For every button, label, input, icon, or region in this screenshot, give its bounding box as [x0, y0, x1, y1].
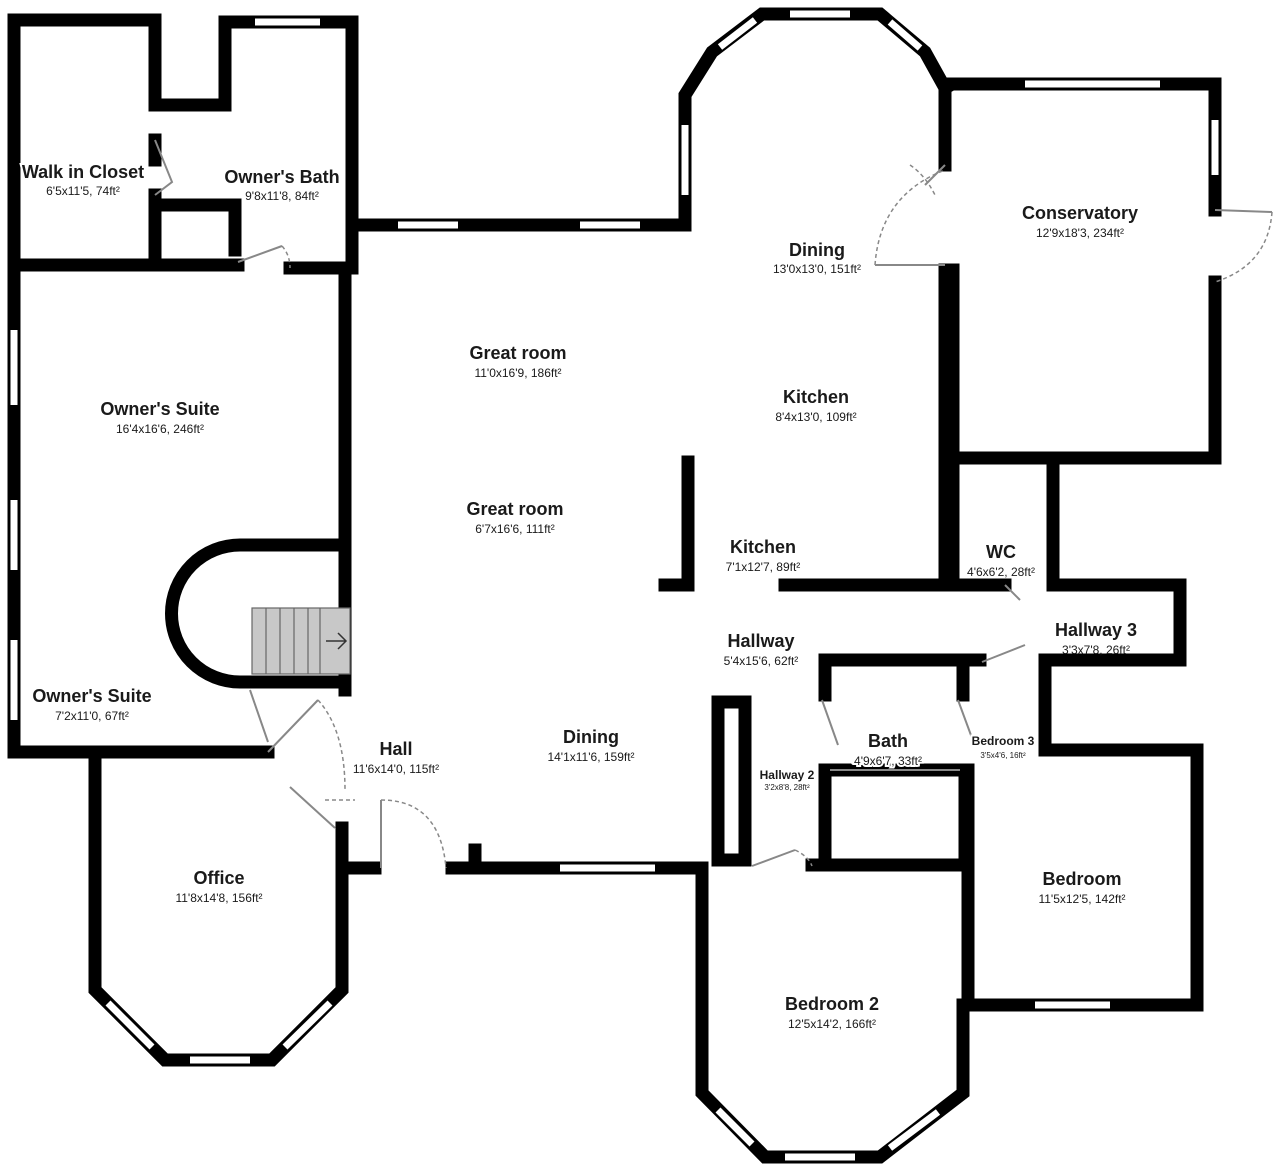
wall-office [88, 753, 349, 1067]
doors [154, 139, 1273, 869]
room-wc-name: WC [986, 542, 1016, 562]
walls [7, 7, 1222, 1164]
room-great-room-top-name: Great room [469, 343, 566, 363]
door-bedroom2-leaf [751, 849, 796, 867]
wall-bath-box [818, 763, 972, 872]
room-owners-suite-main-name: Owner's Suite [100, 399, 219, 419]
room-kitchen-small-dims: 7'1x12'7, 89ft² [726, 560, 801, 574]
room-kitchen-main-dims: 8'4x13'0, 109ft² [775, 410, 856, 424]
door-bath-leaf [237, 245, 283, 263]
window-bedroom2-diag-2 [887, 1109, 941, 1151]
room-conservatory-name: Conservatory [1022, 203, 1138, 223]
door-hall-suite-leaf [267, 699, 319, 753]
room-dining-bottom-dims: 14'1x11'6, 159ft² [547, 750, 634, 764]
room-owners-bath-name: Owner's Bath [224, 167, 339, 187]
staircase [251, 607, 351, 675]
door-hall-suite-arc [317, 699, 346, 791]
wall-kitchen-partition [658, 455, 695, 592]
wall-hallway2-box [711, 695, 752, 867]
room-conservatory-dims: 12'9x18'3, 234ft² [1036, 226, 1124, 240]
room-dining-top-name: Dining [789, 240, 845, 260]
room-bedroom-dims: 11'5x12'5, 142ft² [1038, 892, 1125, 906]
room-kitchen-main-name: Kitchen [783, 387, 849, 407]
window-office-diag-2 [282, 1000, 333, 1050]
room-owners-suite-small-dims: 7'2x11'0, 67ft² [55, 709, 129, 723]
room-office-dims: 11'8x14'8, 156ft² [175, 891, 262, 905]
wall-closet-box [148, 188, 242, 269]
room-great-room-top-dims: 11'0x16'9, 186ft² [474, 366, 561, 380]
room-hall-name: Hall [379, 739, 412, 759]
room-hallway-2-name: Hallway 2 [760, 768, 815, 782]
door-bath-west-leaf [821, 699, 839, 746]
room-owners-suite-small-name: Owner's Suite [32, 686, 151, 706]
door-front-arc [380, 799, 447, 869]
room-great-room-mid-dims: 6'7x16'6, 111ft² [475, 522, 555, 536]
room-dining-bottom-name: Dining [563, 727, 619, 747]
window-dining-diag-1 [717, 17, 758, 50]
door-bath-arc [281, 245, 291, 269]
room-walk-in-closet-dims: 6'5x11'5, 74ft² [46, 184, 120, 198]
windows [10, 10, 1219, 1161]
wall-conservatory [938, 77, 1222, 465]
door-office-leaf [289, 786, 336, 829]
door-bedroom2-arc [794, 849, 813, 867]
room-hallway-dims: 5'4x15'6, 62ft² [724, 654, 799, 668]
room-office-name: Office [193, 868, 244, 888]
door-wc-leaf [1004, 584, 1021, 601]
room-labels: Walk in Closet 6'5x11'5, 74ft² Owner's B… [20, 160, 1138, 1031]
room-hallway-3-dims: 3'3x7'8, 26ft² [1062, 643, 1130, 657]
stairs-up-arrow-icon [326, 632, 348, 650]
door-bedroom3-leaf [957, 699, 973, 739]
room-owners-bath-dims: 9'8x11'8, 84ft² [245, 189, 319, 203]
room-bedroom-name: Bedroom [1042, 869, 1121, 889]
wall-great-room-north [345, 7, 954, 232]
wall-wc [946, 451, 1187, 747]
room-bath-dims: 4'9x6'7, 33ft² [854, 754, 922, 768]
door-conservatory-exterior-arc [1214, 211, 1273, 283]
door-dining-conservatory-arc [874, 169, 946, 266]
wall-stair-curve [165, 538, 352, 689]
room-great-room-mid-name: Great room [466, 499, 563, 519]
room-hallway-3-name: Hallway 3 [1055, 620, 1137, 640]
room-bedroom-2-dims: 12'5x14'2, 166ft² [788, 1017, 876, 1031]
door-dining-top-leaf [924, 164, 946, 186]
room-hallway-name: Hallway [727, 631, 794, 651]
wall-bedroom [961, 743, 1204, 1012]
room-bedroom-3-name: Bedroom 3 [972, 734, 1035, 748]
room-hall-dims: 11'6x14'0, 115ft² [353, 762, 439, 776]
door-closet-leaf [154, 139, 174, 196]
room-wc-dims: 4'6x6'2, 28ft² [967, 565, 1035, 579]
door-conservatory-exterior-leaf [1214, 209, 1273, 213]
door-suite-leaf [249, 689, 269, 743]
room-bath-name: Bath [868, 731, 908, 751]
window-dining-diag-2 [887, 19, 923, 51]
room-bedroom-2-name: Bedroom 2 [785, 994, 879, 1014]
room-dining-top-dims: 13'0x13'0, 151ft² [773, 262, 861, 276]
wall-closet-bath-outline [7, 13, 359, 272]
room-walk-in-closet-name: Walk in Closet [22, 162, 144, 182]
window-office-diag-1 [105, 1000, 155, 1050]
room-owners-suite-main-dims: 16'4x16'6, 246ft² [116, 422, 204, 436]
room-bedroom-3-dims: 3'5x4'6, 16ft² [980, 751, 1026, 760]
window-bedroom2-diag-1 [715, 1107, 755, 1147]
room-kitchen-small-name: Kitchen [730, 537, 796, 557]
door-hallway3-leaf [981, 644, 1026, 663]
door-dining-top-arc [909, 164, 936, 196]
room-hallway-2-dims: 3'2x8'8, 28ft² [764, 783, 810, 792]
